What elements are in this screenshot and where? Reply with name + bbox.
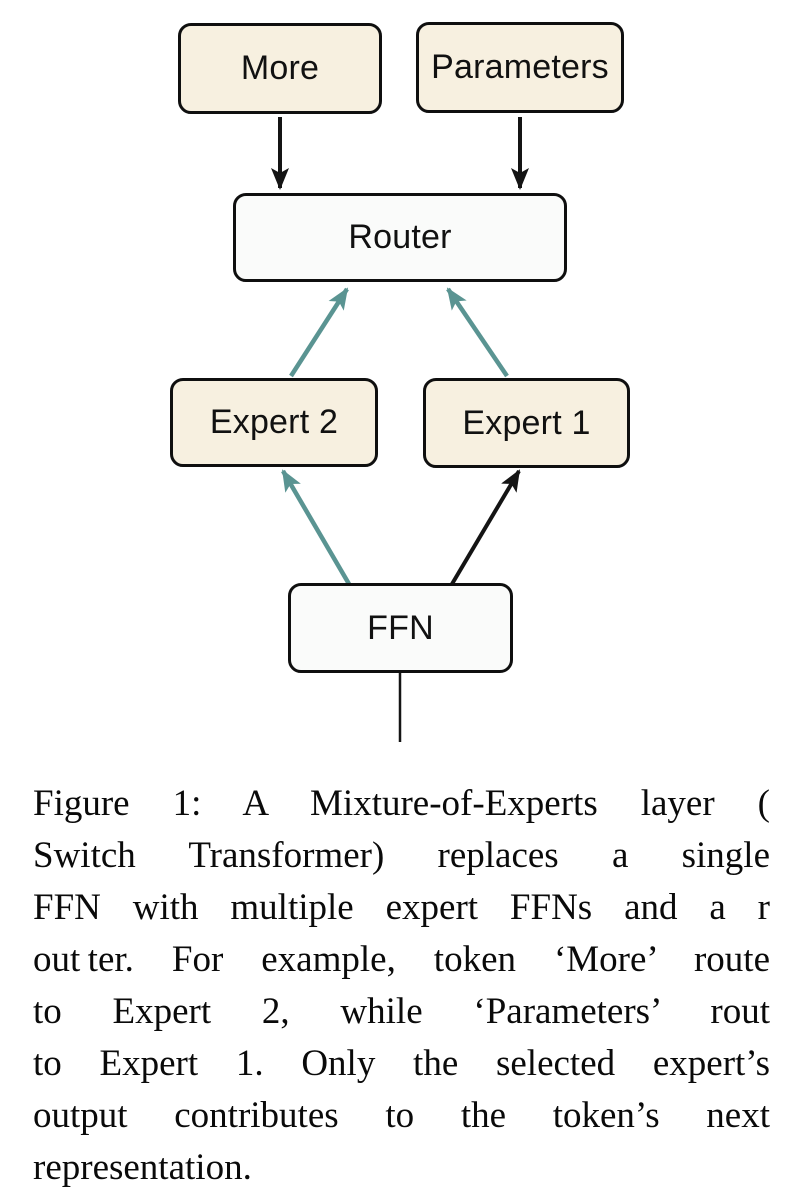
arrow-expert2-to-router <box>289 287 349 378</box>
moe-diagram: More Parameters Router Expert 2 Expert 1… <box>170 22 630 742</box>
node-expert-1: Expert 1 <box>423 378 630 468</box>
node-parameters-label: Parameters <box>431 48 609 86</box>
caption-line: Figure 1: A Mixture-of-Experts layer ( <box>33 783 770 824</box>
node-router: Router <box>233 193 567 282</box>
node-ffn-label: FFN <box>367 608 434 647</box>
caption-line: output contributes to the token’s next <box>33 1095 770 1136</box>
node-router-label: Router <box>348 218 452 256</box>
caption-line: to Expert 2, while ‘Parameters’ rout <box>33 991 770 1032</box>
caption-line: Switch Transformer) replaces a single <box>33 835 770 876</box>
node-expert-2: Expert 2 <box>170 378 378 467</box>
caption-line: out ter. For example, token ‘More’ route <box>33 939 770 980</box>
arrow-expert1-to-router <box>446 287 509 378</box>
caption-line: to Expert 1. Only the selected expert’s <box>33 1043 770 1084</box>
node-parameters: Parameters <box>416 22 624 113</box>
node-ffn: FFN <box>288 583 513 673</box>
node-expert-2-label: Expert 2 <box>209 403 339 441</box>
arrow-ffn-to-expert1 <box>450 469 521 586</box>
node-more: More <box>178 23 382 114</box>
arrow-ffn-to-expert2 <box>281 469 351 586</box>
caption-line: FFN with multiple expert FFNs and a r <box>33 887 770 928</box>
caption-line: representation. <box>33 1147 252 1188</box>
node-expert-1-label: Expert 1 <box>462 403 591 442</box>
figure-caption: Figure 1: A Mixture-of-Experts layer ( S… <box>33 778 770 1194</box>
diagram-edges <box>271 117 529 742</box>
node-more-label: More <box>240 49 320 87</box>
